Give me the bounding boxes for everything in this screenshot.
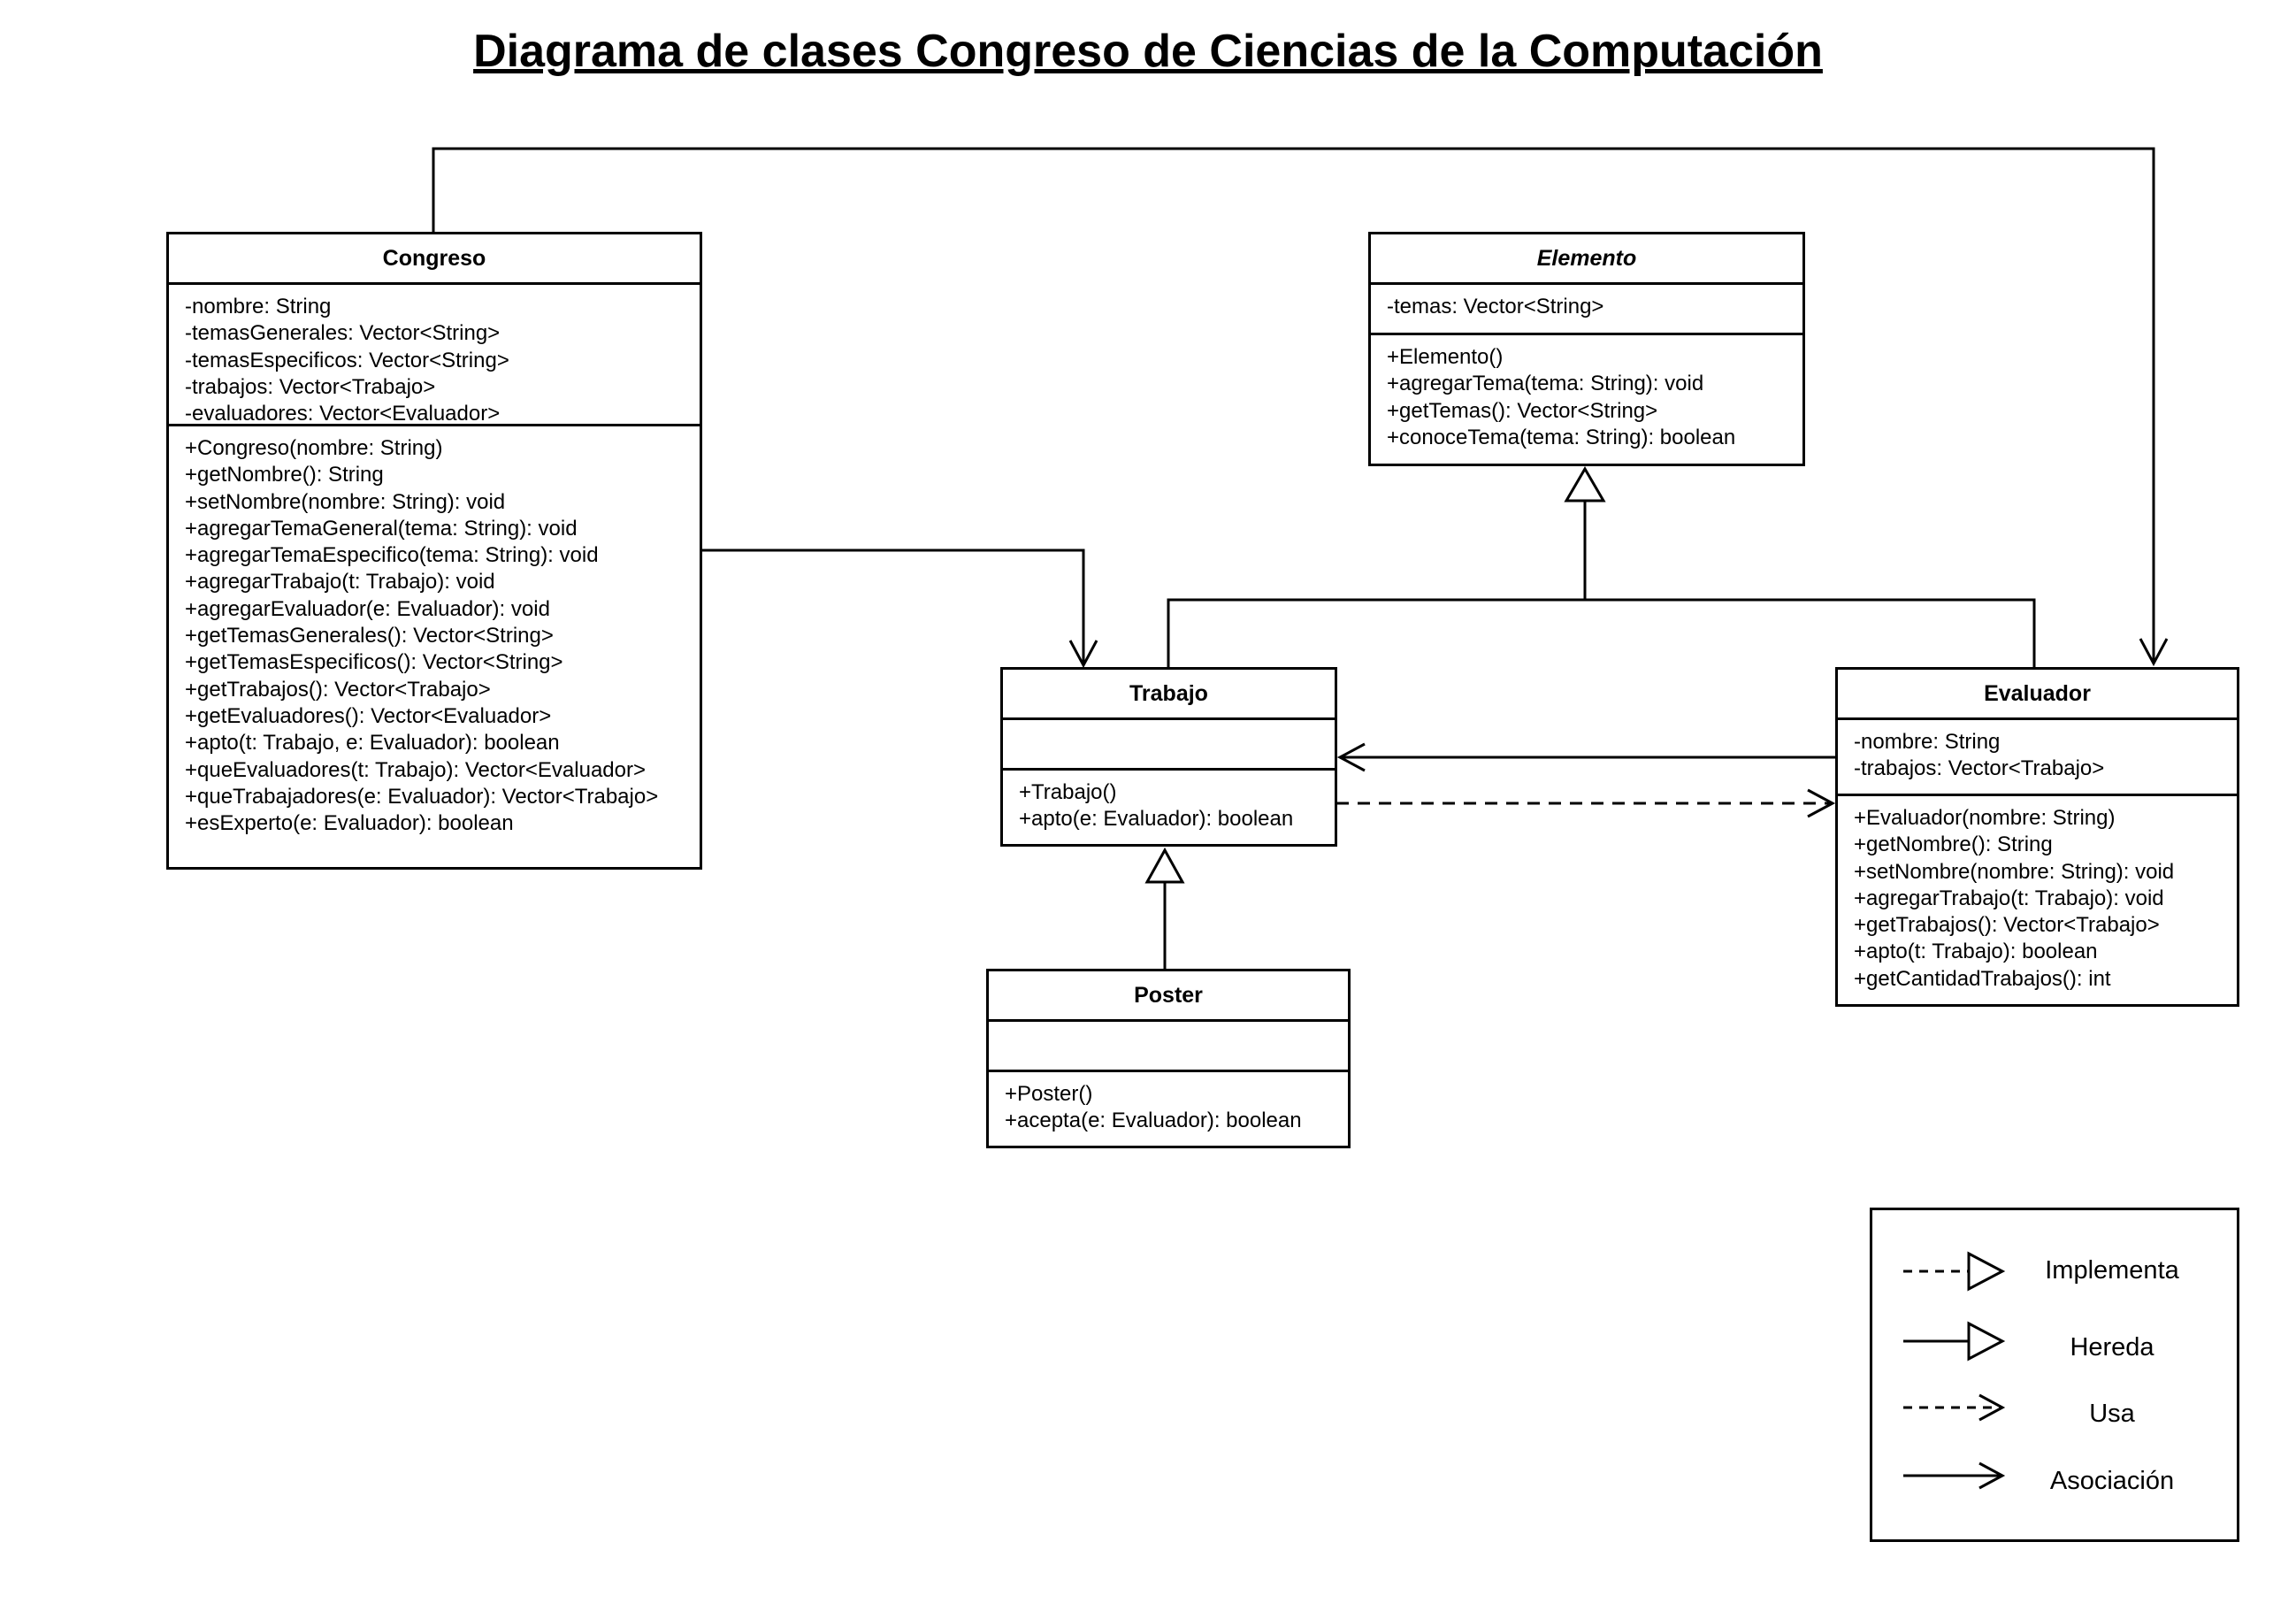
- diagram-title: Diagrama de clases Congreso de Ciencias …: [473, 26, 1823, 77]
- class-name: Elemento: [1371, 234, 1802, 285]
- member-line: +Elemento(): [1387, 345, 1504, 369]
- arrowhead-evaluador: [2139, 638, 2169, 667]
- legend-symbols: [1903, 1251, 2006, 1490]
- inheritance-evaluador-elemento: [1585, 598, 2036, 667]
- methods-section: +Evaluador(nombre: String)+getNombre(): …: [1838, 796, 2237, 1000]
- legend-asociacion-arrow: [1978, 1461, 2006, 1490]
- member-line: +Evaluador(nombre: String): [1854, 806, 2116, 830]
- attributes-section: -temas: Vector<String>: [1371, 285, 1802, 335]
- class-evaluador[interactable]: Evaluador -nombre: String-trabajos: Vect…: [1835, 667, 2239, 1007]
- member-line: +setNombre(nombre: String): void: [185, 489, 506, 514]
- member-line: -temasGenerales: Vector<String>: [185, 321, 501, 346]
- legend-implementa-triangle: [1967, 1251, 2006, 1292]
- member-line: +esExperto(e: Evaluador): boolean: [185, 811, 514, 836]
- legend-usa-arrow: [1978, 1393, 2006, 1422]
- class-name: Evaluador: [1838, 670, 2237, 720]
- attributes-section: -nombre: String-trabajos: Vector<Trabajo…: [1838, 720, 2237, 796]
- member-line: -temasEspecificos: Vector<String>: [185, 348, 509, 372]
- methods-section: +Poster() +acepta(e: Evaluador): boolean: [989, 1072, 1348, 1142]
- attributes-section: [989, 1022, 1348, 1072]
- legend-hereda-triangle: [1967, 1321, 2006, 1362]
- arrowhead-trabajo: [1068, 640, 1098, 669]
- member-line: -temas: Vector<String>: [1387, 295, 1604, 318]
- member-line: +agregarEvaluador(e: Evaluador): void: [185, 596, 550, 621]
- member-line: +getTemas(): Vector<String>: [1387, 398, 1658, 423]
- attributes-section: [1003, 720, 1335, 771]
- arrowhead-usage: [1807, 788, 1836, 818]
- member-line: -nombre: String: [185, 295, 332, 318]
- legend-implementa-label: Implementa: [2045, 1256, 2179, 1285]
- member-line: +agregarTema(tema: String): void: [1387, 372, 1704, 396]
- legend-asociacion-label: Asociación: [2049, 1467, 2175, 1495]
- methods-section: +Trabajo() +apto(e: Evaluador): boolean: [1003, 771, 1335, 840]
- member-line: +Trabajo(): [1019, 780, 1117, 804]
- member-line: +getEvaluadores(): Vector<Evaluador>: [185, 703, 552, 728]
- member-line: +getCantidadTrabajos(): int: [1854, 966, 2111, 991]
- class-elemento[interactable]: Elemento -temas: Vector<String> +Element…: [1368, 232, 1805, 466]
- class-name: Congreso: [169, 234, 700, 285]
- member-line: -trabajos: Vector<Trabajo>: [185, 374, 436, 399]
- legend-usa-label: Usa: [2089, 1400, 2135, 1428]
- member-line: +apto(t: Trabajo): boolean: [1854, 940, 2098, 964]
- association-congreso-evaluador: [432, 147, 2155, 664]
- legend: Implementa Hereda Usa Asociación: [1870, 1208, 2239, 1542]
- member-line: -evaluadores: Vector<Evaluador>: [185, 402, 501, 426]
- member-line: +Poster(): [1005, 1082, 1093, 1106]
- association-congreso-trabajo: [700, 549, 1085, 665]
- member-line: +acepta(e: Evaluador): boolean: [1005, 1109, 1302, 1133]
- arrowhead-trabajo-left: [1336, 742, 1366, 772]
- legend-hereda-label: Hereda: [2070, 1333, 2154, 1362]
- methods-section: +Elemento() +agregarTema(tema: String): v…: [1371, 335, 1802, 458]
- member-line: +setNombre(nombre: String): void: [1854, 859, 2175, 884]
- member-line: -trabajos: Vector<Trabajo>: [1854, 756, 2105, 781]
- class-poster[interactable]: Poster +Poster() +acepta(e: Evaluador): b…: [986, 969, 1351, 1148]
- inheritance-triangle-trabajo: [1144, 847, 1185, 884]
- member-line: +getTrabajos(): Vector<Trabajo>: [185, 677, 491, 702]
- inheritance-trabajo-elemento: [1167, 598, 1585, 667]
- class-name: Trabajo: [1003, 670, 1335, 720]
- member-line: +agregarTemaGeneral(tema: String): void: [185, 516, 578, 541]
- class-congreso[interactable]: Congreso -nombre: String -temasGenerales:…: [166, 232, 702, 870]
- member-line: +agregarTemaEspecifico(tema: String): vo…: [185, 543, 599, 568]
- class-trabajo[interactable]: Trabajo +Trabajo() +apto(e: Evaluador): b…: [1000, 667, 1337, 847]
- member-line: +apto(e: Evaluador): boolean: [1019, 807, 1294, 832]
- inheritance-triangle-elemento: [1564, 466, 1606, 502]
- methods-section: +Congreso(nombre: String) +getNombre(): S…: [169, 426, 700, 844]
- member-line: -nombre: String: [1854, 730, 2001, 754]
- member-line: +queEvaluadores(t: Trabajo): Vector<Eval…: [185, 757, 646, 782]
- member-line: +agregarTrabajo(t: Trabajo): void: [185, 570, 495, 595]
- member-line: +apto(t: Trabajo, e: Evaluador): boolean: [185, 731, 560, 756]
- member-line: +getTemasEspecificos(): Vector<String>: [185, 650, 563, 675]
- member-line: +getNombre(): String: [185, 463, 384, 487]
- member-line: +Congreso(nombre: String): [185, 436, 443, 460]
- member-line: +getNombre(): String: [1854, 832, 2053, 857]
- member-line: +getTemasGenerales(): Vector<String>: [185, 624, 554, 648]
- member-line: +conoceTema(tema: String): boolean: [1387, 425, 1736, 449]
- attributes-section: -nombre: String -temasGenerales: Vector<S…: [169, 285, 700, 426]
- member-line: +agregarTrabajo(t: Trabajo): void: [1854, 886, 2164, 910]
- member-line: +getTrabajos(): Vector<Trabajo>: [1854, 913, 2160, 938]
- class-name: Poster: [989, 971, 1348, 1022]
- member-line: +queTrabajadores(e: Evaluador): Vector<T…: [185, 784, 659, 809]
